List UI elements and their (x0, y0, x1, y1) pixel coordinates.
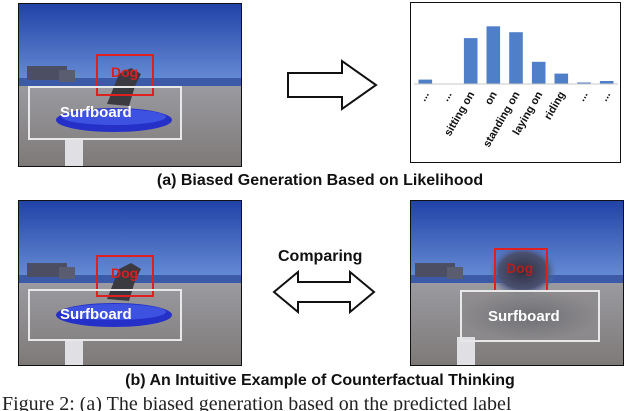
comparing-label: Comparing (278, 248, 363, 265)
bar-4 (509, 32, 523, 84)
photo-b-left (18, 200, 242, 366)
surfboard-box-counterfactual (460, 290, 600, 342)
dog-label-b: Dog (111, 265, 139, 281)
photo-a (18, 3, 242, 167)
bar-8 (599, 81, 614, 84)
surfboard-label-counterfactual: Surfboard (488, 308, 560, 325)
caption-a: (a) Biased Generation Based on Likelihoo… (156, 172, 484, 189)
bar-3 (486, 26, 501, 84)
tick-label-3: on (483, 89, 500, 107)
dog-box-b (96, 255, 154, 297)
bar-5 (531, 61, 546, 84)
figure-caption-text: Figure 2: (a) The biased generation base… (2, 397, 512, 411)
surfboard-box-a (28, 86, 182, 140)
dog-label-counterfactual: Dog (506, 260, 534, 276)
hollow-right-arrow-icon (287, 59, 378, 111)
double-headed-arrow-icon (272, 270, 376, 314)
bar-2 (463, 38, 478, 84)
caption-b: (b) An Intuitive Example of Counterfactu… (125, 372, 515, 389)
photo-b-counterfactual (410, 200, 624, 366)
surfboard-label-a: Surfboard (60, 104, 132, 121)
surfboard-label-b: Surfboard (60, 306, 132, 323)
bar-6 (554, 73, 569, 84)
dog-label-a: Dog (111, 64, 139, 80)
bar-0 (418, 79, 433, 84)
bar-7 (577, 82, 591, 84)
surfboard-box-b (28, 289, 182, 341)
figure-caption-fragment: Figure 2: (a) The biased generation base… (0, 397, 640, 411)
dog-box-a (96, 54, 154, 96)
